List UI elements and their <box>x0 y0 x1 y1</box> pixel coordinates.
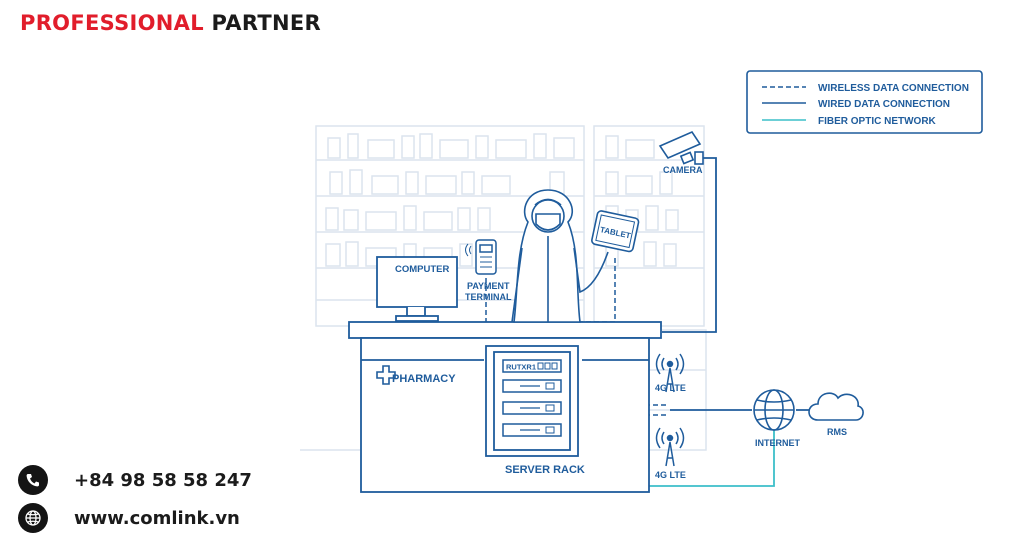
pharmacy-label: PHARMACY <box>392 373 456 385</box>
legend-wired-label: WIRED DATA CONNECTION <box>818 99 950 110</box>
rms-cloud-icon <box>808 392 864 421</box>
lte-top-label: 4G LTE <box>655 383 686 393</box>
pharmacy-cross-icon <box>376 365 396 385</box>
router-rutxr1: RUTXR1 <box>502 359 562 373</box>
camera-wired-line <box>662 157 717 333</box>
internet-label: INTERNET <box>755 438 801 448</box>
website-link[interactable]: www.comlink.vn <box>74 507 240 529</box>
payment-terminal-icon <box>465 239 497 275</box>
brand-title: PROFESSIONAL PARTNER <box>20 11 321 35</box>
server-units <box>502 379 562 437</box>
legend: WIRELESS DATA CONNECTION WIRED DATA CONN… <box>746 70 983 134</box>
camera-label: CAMERA <box>663 165 703 175</box>
pharmacist-figure <box>511 189 609 323</box>
payment-terminal-label-2: TERMINAL <box>465 292 512 302</box>
website-contact: www.comlink.vn <box>18 503 240 533</box>
lte-antenna-bottom-icon <box>655 427 685 467</box>
phone-icon <box>18 465 48 495</box>
camera-icon <box>658 130 704 165</box>
internet-globe-icon <box>753 389 795 431</box>
lte-antenna-top-icon <box>655 353 685 393</box>
router-label: RUTXR1 <box>506 363 536 372</box>
computer-monitor <box>376 256 458 322</box>
legend-wireless-label: WIRELESS DATA CONNECTION <box>818 83 969 94</box>
tablet-device: TABLET <box>591 210 640 253</box>
phone-number[interactable]: +84 98 58 58 247 <box>74 469 252 491</box>
lte-bottom-label: 4G LTE <box>655 470 686 480</box>
computer-label: COMPUTER <box>395 264 450 275</box>
rms-label: RMS <box>827 427 847 437</box>
brand-title-part1: PROFESSIONAL <box>20 11 204 35</box>
legend-fiber-label: FIBER OPTIC NETWORK <box>818 116 937 127</box>
server-rack-label: SERVER RACK <box>505 464 585 476</box>
payment-terminal-label-1: PAYMENT <box>467 281 510 291</box>
phone-contact: +84 98 58 58 247 <box>18 465 252 495</box>
brand-title-part2: PARTNER <box>211 11 321 35</box>
globe-icon <box>18 503 48 533</box>
